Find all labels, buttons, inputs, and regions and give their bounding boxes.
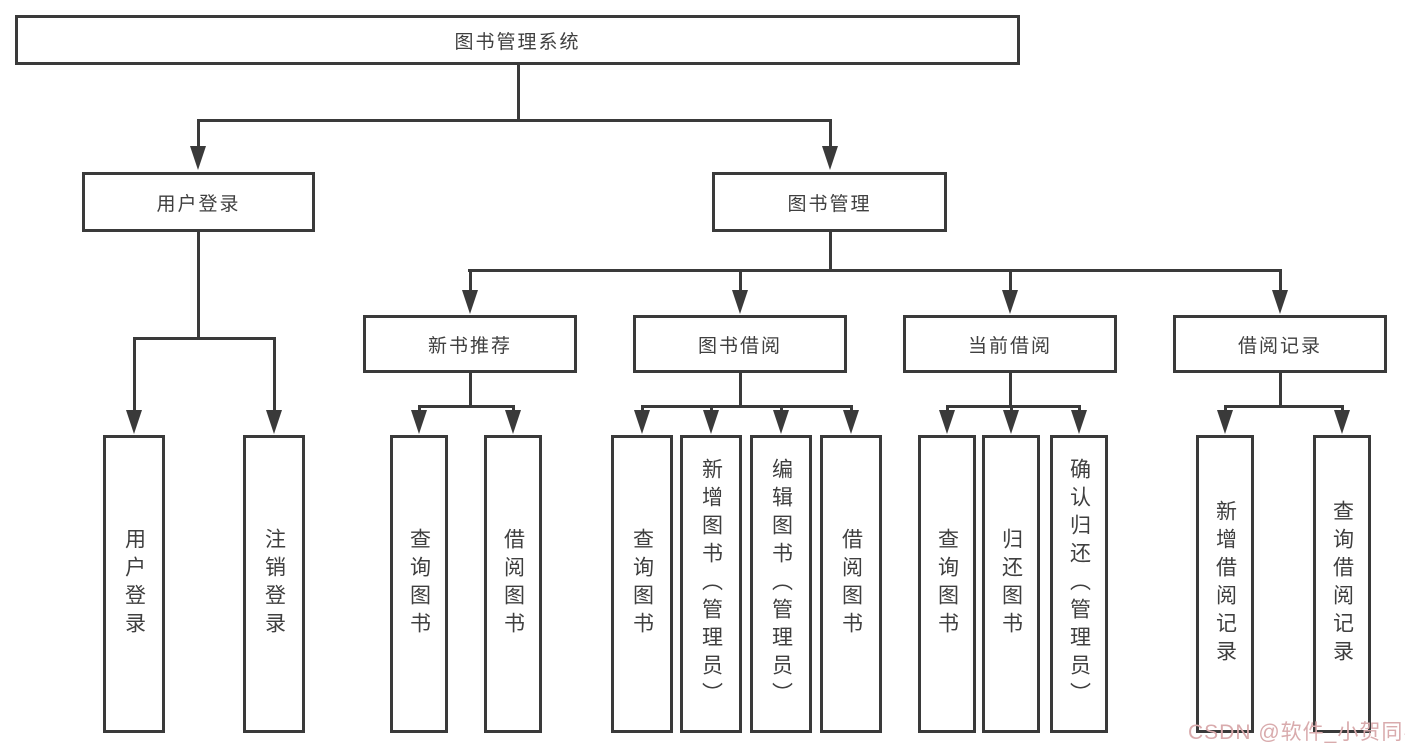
connector-drop-user-login: [133, 337, 136, 412]
connector-mgmt-stem: [829, 232, 832, 272]
connector-current-stem: [1009, 373, 1012, 408]
leaf-newbook-query: 查询图书: [390, 435, 448, 733]
leaf-borrow-query: 查询图书: [611, 435, 673, 733]
arrow-down-icon: [1002, 290, 1018, 314]
node-new-book-recommend: 新书推荐: [363, 315, 577, 373]
connector-root-rail: [197, 119, 832, 122]
connector-drop-newbook: [469, 269, 472, 293]
arrow-down-icon: [732, 290, 748, 314]
connector-drop: [1224, 405, 1227, 413]
arrow-down-icon: [505, 410, 521, 434]
connector-drop: [1341, 405, 1344, 413]
connector-drop: [641, 405, 644, 413]
arrow-down-icon: [1217, 410, 1233, 434]
leaf-records-add: 新增借阅记录: [1196, 435, 1254, 733]
arrow-down-icon: [411, 410, 427, 434]
leaf-borrow-edit-book-admin: 编辑图书（管理员）: [750, 435, 812, 733]
connector-drop: [512, 405, 515, 413]
arrow-down-icon: [266, 410, 282, 434]
arrow-down-icon: [703, 410, 719, 434]
leaf-current-confirm-return-admin: 确认归还（管理员）: [1050, 435, 1108, 733]
watermark: CSDN @软件_小贺同学: [1188, 721, 1405, 744]
node-current-borrow: 当前借阅: [903, 315, 1117, 373]
connector-borrow-stem: [739, 373, 742, 408]
node-borrow-records: 借阅记录: [1173, 315, 1387, 373]
leaf-current-query: 查询图书: [918, 435, 976, 733]
arrow-down-icon: [1071, 410, 1087, 434]
leaf-borrow-add-book-admin: 新增图书（管理员）: [680, 435, 742, 733]
connector-drop-borrow: [739, 269, 742, 293]
connector-mgmt-rail: [468, 269, 1282, 272]
connector-drop: [780, 405, 783, 413]
connector-drop-logout: [273, 337, 276, 412]
connector-newbook-stem: [469, 373, 472, 408]
node-book-management: 图书管理: [712, 172, 947, 232]
arrow-down-icon: [190, 146, 206, 170]
connector-drop: [418, 405, 421, 413]
connector-login-stem: [197, 232, 200, 340]
arrow-down-icon: [634, 410, 650, 434]
connector-drop-current: [1009, 269, 1012, 293]
connector-drop-login: [197, 119, 200, 149]
leaf-logout: 注销登录: [243, 435, 305, 733]
arrow-down-icon: [1272, 290, 1288, 314]
connector-records-stem: [1279, 373, 1282, 408]
leaf-borrow-borrow-book: 借阅图书: [820, 435, 882, 733]
arrow-down-icon: [822, 146, 838, 170]
connector-drop-mgmt: [829, 119, 832, 149]
arrow-down-icon: [939, 410, 955, 434]
connector-drop: [1078, 405, 1081, 413]
arrow-down-icon: [843, 410, 859, 434]
connector-borrow-rail: [641, 405, 853, 408]
arrow-down-icon: [1334, 410, 1350, 434]
arrow-down-icon: [1003, 410, 1019, 434]
leaf-records-query: 查询借阅记录: [1313, 435, 1371, 733]
connector-drop: [710, 405, 713, 413]
connector-login-rail: [133, 337, 276, 340]
arrow-down-icon: [773, 410, 789, 434]
node-system-root: 图书管理系统: [15, 15, 1020, 65]
connector-drop-records: [1279, 269, 1282, 293]
connector-drop: [1010, 405, 1013, 413]
leaf-current-return: 归还图书: [982, 435, 1040, 733]
arrow-down-icon: [126, 410, 142, 434]
leaf-newbook-borrow: 借阅图书: [484, 435, 542, 733]
connector-drop: [850, 405, 853, 413]
connector-newbook-rail: [418, 405, 515, 408]
connector-drop: [946, 405, 949, 413]
connector-current-rail: [946, 405, 1081, 408]
node-user-login: 用户登录: [82, 172, 315, 232]
arrow-down-icon: [462, 290, 478, 314]
leaf-user-login: 用户登录: [103, 435, 165, 733]
node-book-borrow: 图书借阅: [633, 315, 847, 373]
connector-records-rail: [1224, 405, 1344, 408]
connector-root-stem: [517, 65, 520, 122]
